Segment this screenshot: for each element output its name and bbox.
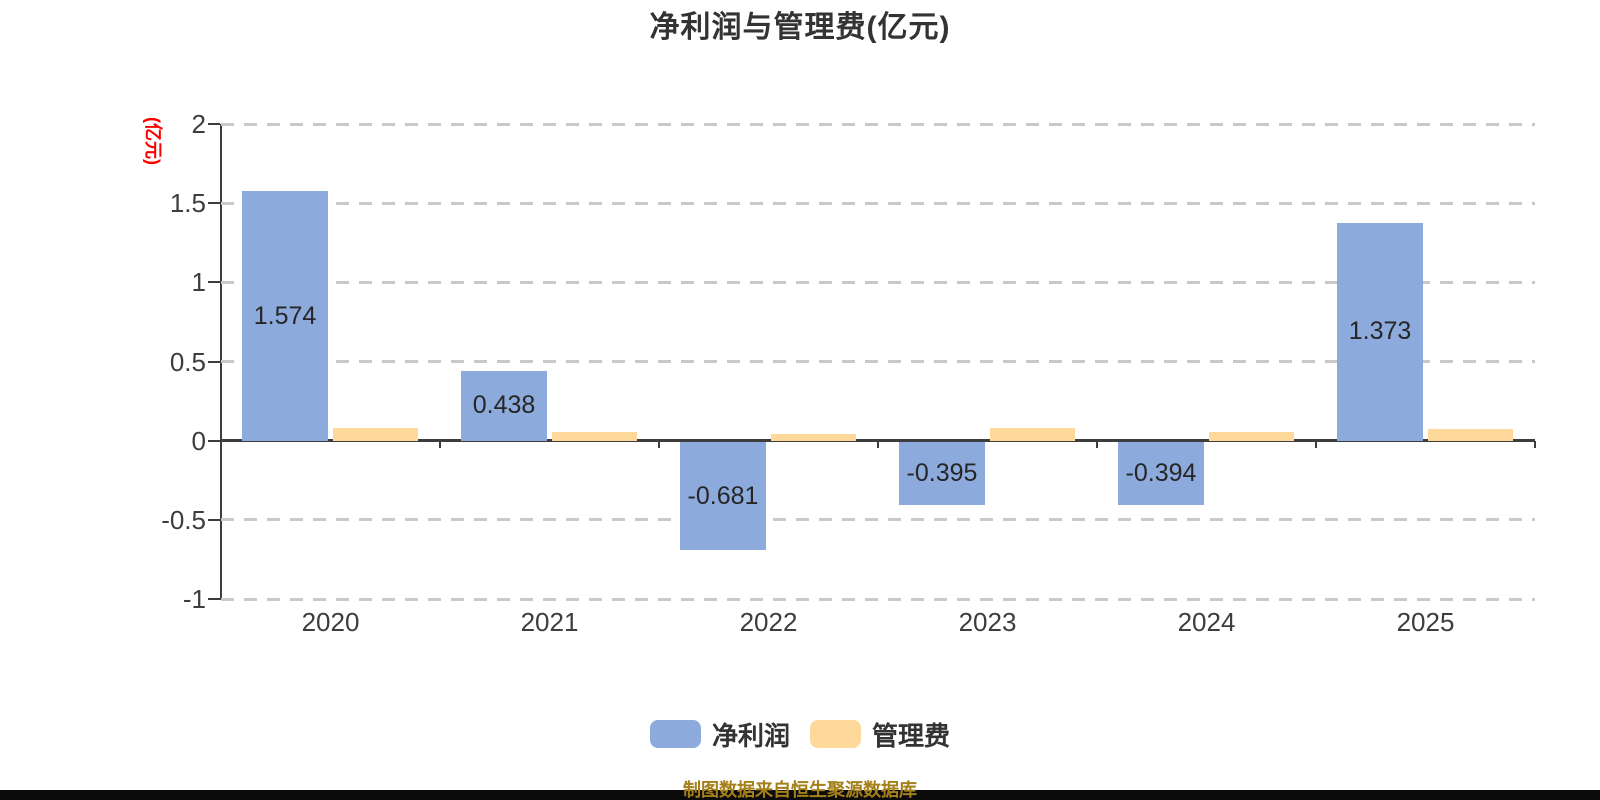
y-tick-label: -1	[126, 584, 206, 614]
x-axis-tick	[658, 441, 660, 448]
net-profit-bar: -0.681	[680, 442, 766, 550]
bar-value-label: 0.438	[473, 391, 536, 420]
y-axis-tick	[208, 519, 220, 521]
net-profit-bar: 1.373	[1337, 223, 1423, 440]
net-profit-bar: -0.395	[899, 442, 985, 505]
gridline	[221, 598, 1535, 601]
bar-value-label: -0.395	[907, 459, 978, 488]
y-tick-label: 0	[126, 426, 206, 456]
x-tick-label: 2023	[878, 606, 1097, 638]
legend-item-mgmt-fee: 管理费	[810, 716, 950, 753]
data-source-note: 制图数据来自恒生聚源数据库	[0, 776, 1600, 800]
x-tick-label: 2022	[659, 606, 878, 638]
x-axis-tick	[877, 441, 879, 448]
net-profit-bar: 1.574	[242, 191, 328, 440]
y-tick-label: 1.5	[126, 188, 206, 218]
bar-value-label: -0.681	[688, 482, 759, 511]
bar-value-label: 1.373	[1349, 317, 1412, 346]
net-profit-legend-label: 净利润	[712, 716, 790, 753]
x-axis-tick	[439, 441, 441, 448]
y-axis-tick	[208, 598, 220, 600]
x-axis-tick	[1315, 441, 1317, 448]
y-axis-tick	[208, 361, 220, 363]
net-profit-bar: 0.438	[461, 371, 547, 440]
legend: 净利润 管理费	[0, 716, 1600, 752]
x-tick-label: 2020	[221, 606, 440, 638]
x-axis-tick	[1096, 441, 1098, 448]
y-tick-label: 1	[126, 267, 206, 297]
bar-value-label: -0.394	[1126, 459, 1197, 488]
y-axis-tick	[208, 202, 220, 204]
y-axis-tick	[208, 123, 220, 125]
chart-title: 净利润与管理费(亿元)	[0, 2, 1600, 46]
legend-item-net-profit: 净利润	[650, 716, 790, 753]
mgmt-fee-bar	[771, 434, 856, 441]
gridline	[221, 123, 1535, 126]
gridline	[221, 518, 1535, 521]
y-tick-label: 2	[126, 109, 206, 139]
net-profit-bar: -0.394	[1118, 442, 1204, 504]
x-tick-label: 2025	[1316, 606, 1535, 638]
mgmt-fee-bar	[552, 432, 637, 441]
mgmt-fee-swatch	[810, 720, 861, 748]
mgmt-fee-bar	[333, 428, 418, 440]
x-tick-label: 2021	[440, 606, 659, 638]
y-axis-tick	[208, 281, 220, 283]
mgmt-fee-bar	[1209, 432, 1294, 441]
y-tick-label: -0.5	[126, 505, 206, 535]
y-axis-tick	[208, 440, 220, 442]
mgmt-fee-bar	[990, 428, 1075, 441]
plot-area: 21.510.50-0.5-12020202120222023202420251…	[221, 124, 1535, 599]
mgmt-fee-legend-label: 管理费	[872, 716, 950, 753]
bar-value-label: 1.574	[254, 302, 317, 331]
x-axis-tick	[1534, 441, 1536, 448]
mgmt-fee-bar	[1428, 429, 1513, 441]
x-tick-label: 2024	[1097, 606, 1316, 638]
net-profit-swatch	[650, 720, 701, 748]
gridline	[221, 202, 1535, 205]
y-tick-label: 0.5	[126, 347, 206, 377]
